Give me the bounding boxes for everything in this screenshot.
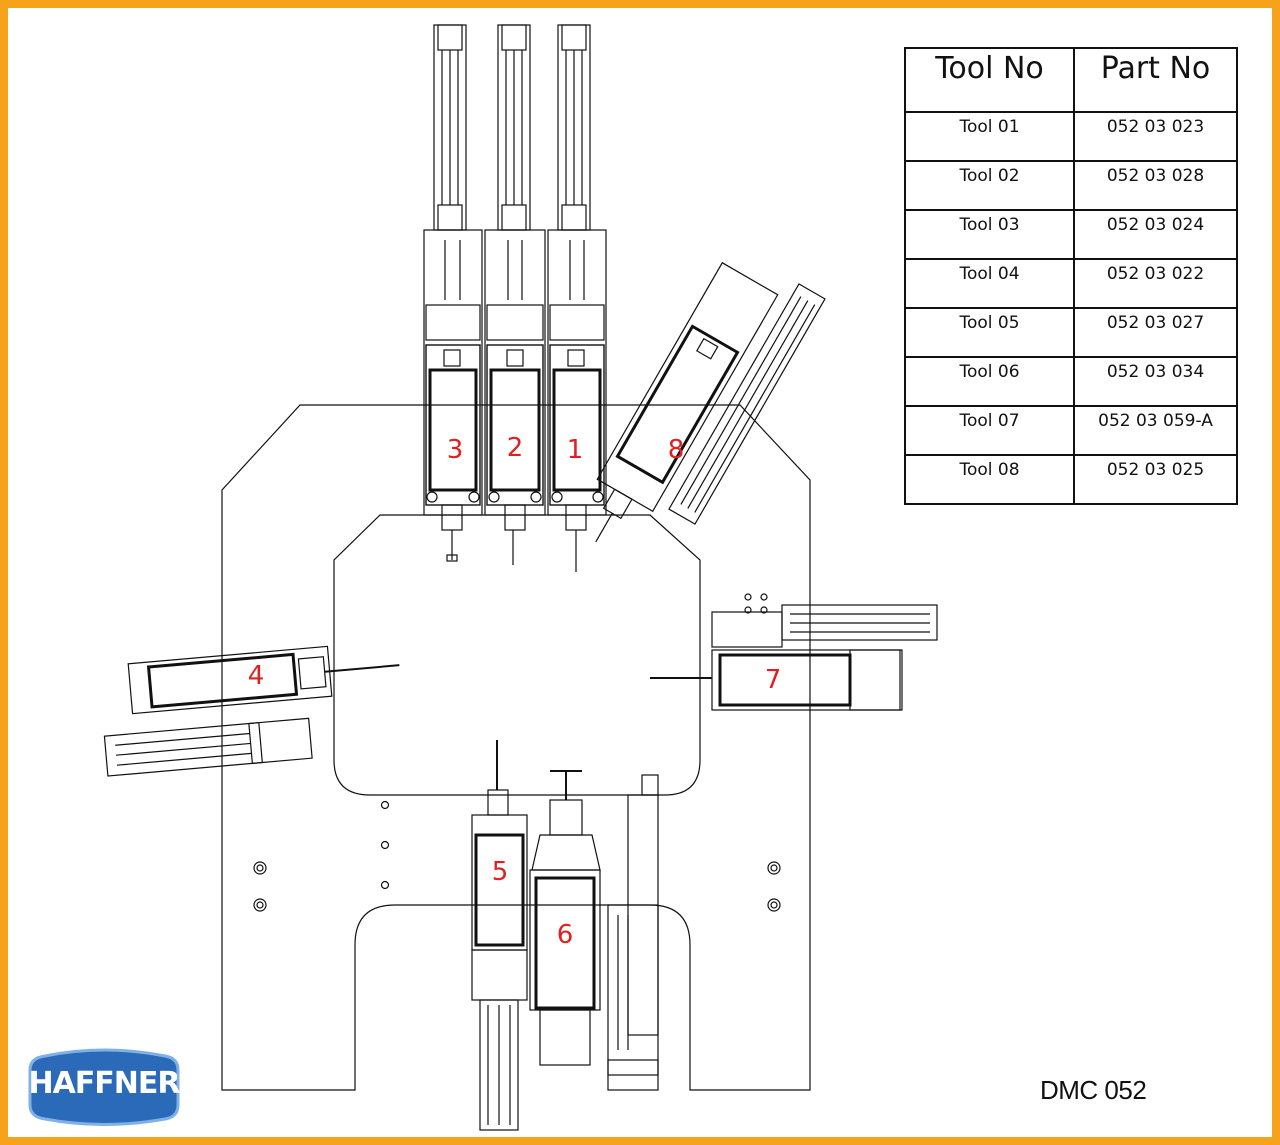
inner-cutout — [333, 514, 701, 796]
part-cell: 052 03 024 — [1073, 209, 1238, 260]
tool-cell: Tool 06 — [904, 356, 1075, 407]
header-tool-no: Tool No — [904, 47, 1075, 113]
tool-5-assembly — [471, 740, 528, 1131]
tool-cell: Tool 07 — [904, 405, 1075, 456]
tool-number-5: 5 — [492, 857, 509, 887]
tool-cell: Tool 08 — [904, 454, 1075, 505]
tool-number-8: 8 — [668, 435, 685, 465]
logo-text: HAFFNER — [28, 1066, 180, 1101]
tool-cell: Tool 01 — [904, 111, 1075, 162]
top-cylinders — [433, 24, 591, 231]
part-cell: 052 03 022 — [1073, 258, 1238, 309]
tool-8-assembly — [595, 261, 826, 543]
part-cell: 052 03 027 — [1073, 307, 1238, 358]
tool-number-3: 3 — [447, 435, 464, 465]
base-plate — [221, 404, 811, 1091]
tool-cell: Tool 03 — [904, 209, 1075, 260]
tool-7-assembly — [650, 593, 938, 711]
part-cell: 052 03 023 — [1073, 111, 1238, 162]
part-cell: 052 03 028 — [1073, 160, 1238, 211]
logo-shape — [28, 1048, 180, 1126]
tool-number-1: 1 — [567, 435, 584, 465]
table-header-row: Tool No Part No — [904, 47, 1238, 113]
tool-cell: Tool 02 — [904, 160, 1075, 211]
tool-number-7: 7 — [765, 665, 782, 695]
tool-cell: Tool 05 — [904, 307, 1075, 358]
tool-number-2: 2 — [507, 433, 524, 463]
part-cell: 052 03 034 — [1073, 356, 1238, 407]
tool-4-assembly — [103, 645, 400, 777]
part-cell: 052 03 059-A — [1073, 405, 1238, 456]
tool-6-assembly — [529, 770, 659, 1091]
tool-number-4: 4 — [248, 661, 265, 691]
header-part-no: Part No — [1073, 47, 1238, 113]
model-label: DMC 052 — [1040, 1075, 1147, 1105]
tool-cell: Tool 04 — [904, 258, 1075, 309]
tool-number-6: 6 — [557, 920, 574, 950]
part-cell: 052 03 025 — [1073, 454, 1238, 505]
